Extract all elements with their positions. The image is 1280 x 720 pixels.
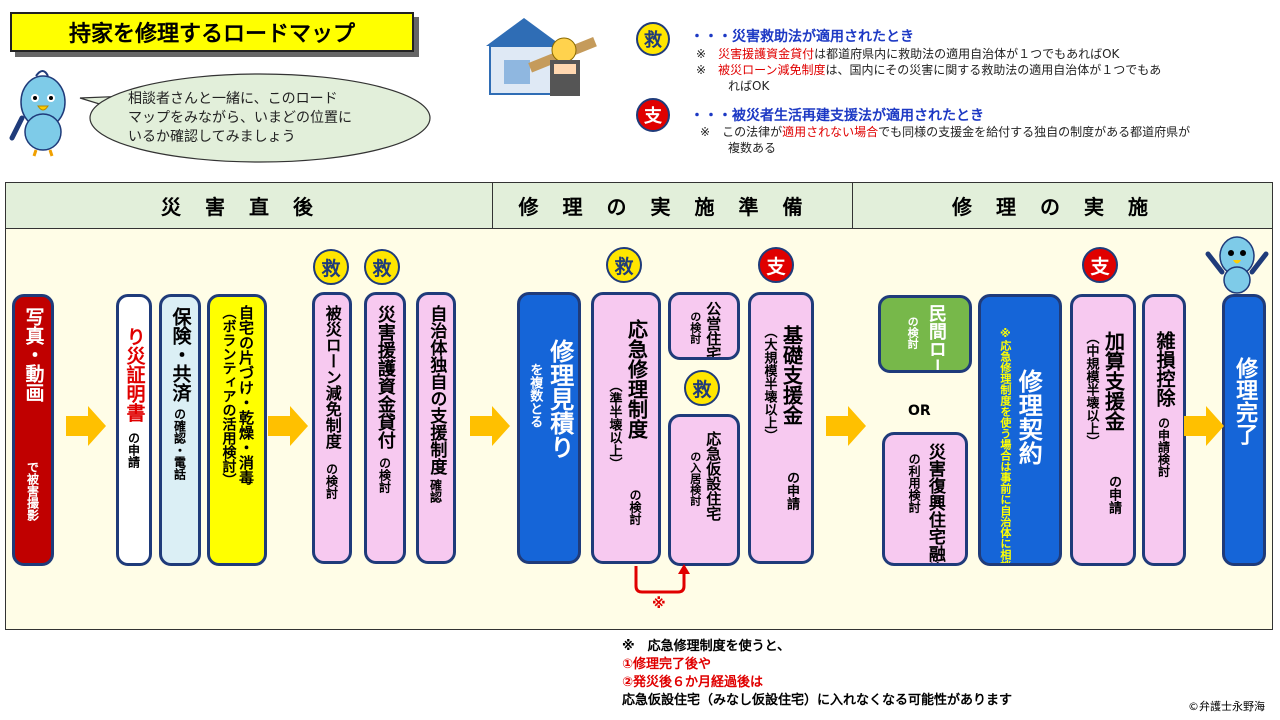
page-title: 持家を修理するロードマップ [10,12,414,52]
card-private-loan: 民間ローン の検討 [878,295,972,373]
arrow-5-icon [1184,406,1224,446]
loop-note-mark: ※ [652,596,666,612]
card-loan-reduction: 被災ローン減免制度 の検討 [312,292,352,564]
arrow-1-icon [66,406,106,446]
or-label: OR [908,403,931,419]
arrow-4-icon [826,406,866,446]
kyu-badge-legend: 救 [636,22,670,56]
card-photo-video: 写真・動画 で被害撮影 [12,294,54,566]
stage-immediate: 災害直後 [161,195,337,219]
card-repair-contract: 修理契約 ※応急修理制度を使う場合は事前に自治体に相談 [978,294,1062,566]
card-disaster-loan: 災害援護資金貸付 の検討 [364,292,406,564]
arrow-2-icon [268,406,308,446]
stage-preparation: 修理の実施準備 [492,183,852,228]
loop-arrow-icon [634,564,690,594]
stage-execution: 修理の実施 [852,183,1271,228]
card-risai-certificate: り災 証明書 の申請 [116,294,152,566]
card-basic-support: 基礎支援金 （大規模半壊以上） の申請 [748,292,814,564]
shi-legend-heading: ・・・被災者生活再建支援法が適用されたとき [690,108,984,124]
copyright: ©弁護士永野海 [1188,700,1265,713]
shi-badge-legend: 支 [636,98,670,132]
arrow-3-icon [470,406,510,446]
kyu-badge-engo: 救 [364,249,400,285]
card-repair-complete: 修理完了 [1222,294,1266,566]
kyu-badge-oukyu: 救 [606,247,642,283]
card-cleanup: 自宅の片づけ・乾燥・消毒 （ボランティアの活用検討） [207,294,267,566]
kyu-badge-loan: 救 [313,249,349,285]
card-emergency-repair: 応急修理制度 （準半壊以上） の検討 [591,292,661,564]
card-insurance: 保険・共済 の確認・電話 [159,294,201,566]
shi-legend-notes: ※ この法律が適用されない場合でも同様の支援金を給付する独自の制度がある都道府県… [700,125,1191,155]
card-additional-support: 加算支援金 （中規模半壊以上） の申請 [1070,294,1136,566]
house-repair-icon [486,18,597,96]
parrot-celebrate-icon [1205,236,1269,294]
card-public-housing: 公営住宅 の検討 [668,292,740,360]
stage-header: 災害直後 修理の実施準備 修理の実施 [5,182,1273,229]
bubble-text: 相談者さんと一緒に、このロード マップをみながら、いまどの位置に いるか確認して… [128,91,352,145]
parrot-mascot-icon [9,70,66,157]
kyu-legend-notes: ※ 災害援護資金貸付は都道府県内に救助法の適用自治体が１つでもあればOK ※ 被… [696,47,1162,93]
speech-bubble [79,73,431,163]
kyu-legend-heading: ・・・災害救助法が適用されたとき [690,29,914,45]
card-estimate: 修理見積り を複数とる [517,292,581,564]
card-casualty-deduction: 雑損控除 の申請検討 [1142,294,1186,566]
card-reconstruction-loan: 災害復興住宅融資 の利用検討 [882,432,968,566]
shi-badge-kiso: 支 [758,247,794,283]
footnote: ※ 応急修理制度を使うと、 ①修理完了後や ②発災後６か月経過後は 応急仮設住宅… [622,639,1013,708]
kyu-badge-kasetsu: 救 [684,370,720,406]
card-local-support: 自治体独自の支援制度 確認 [416,292,456,564]
card-temporary-housing: 応急仮設住宅 の入居検討 [668,414,740,566]
shi-badge-kasan: 支 [1082,247,1118,283]
